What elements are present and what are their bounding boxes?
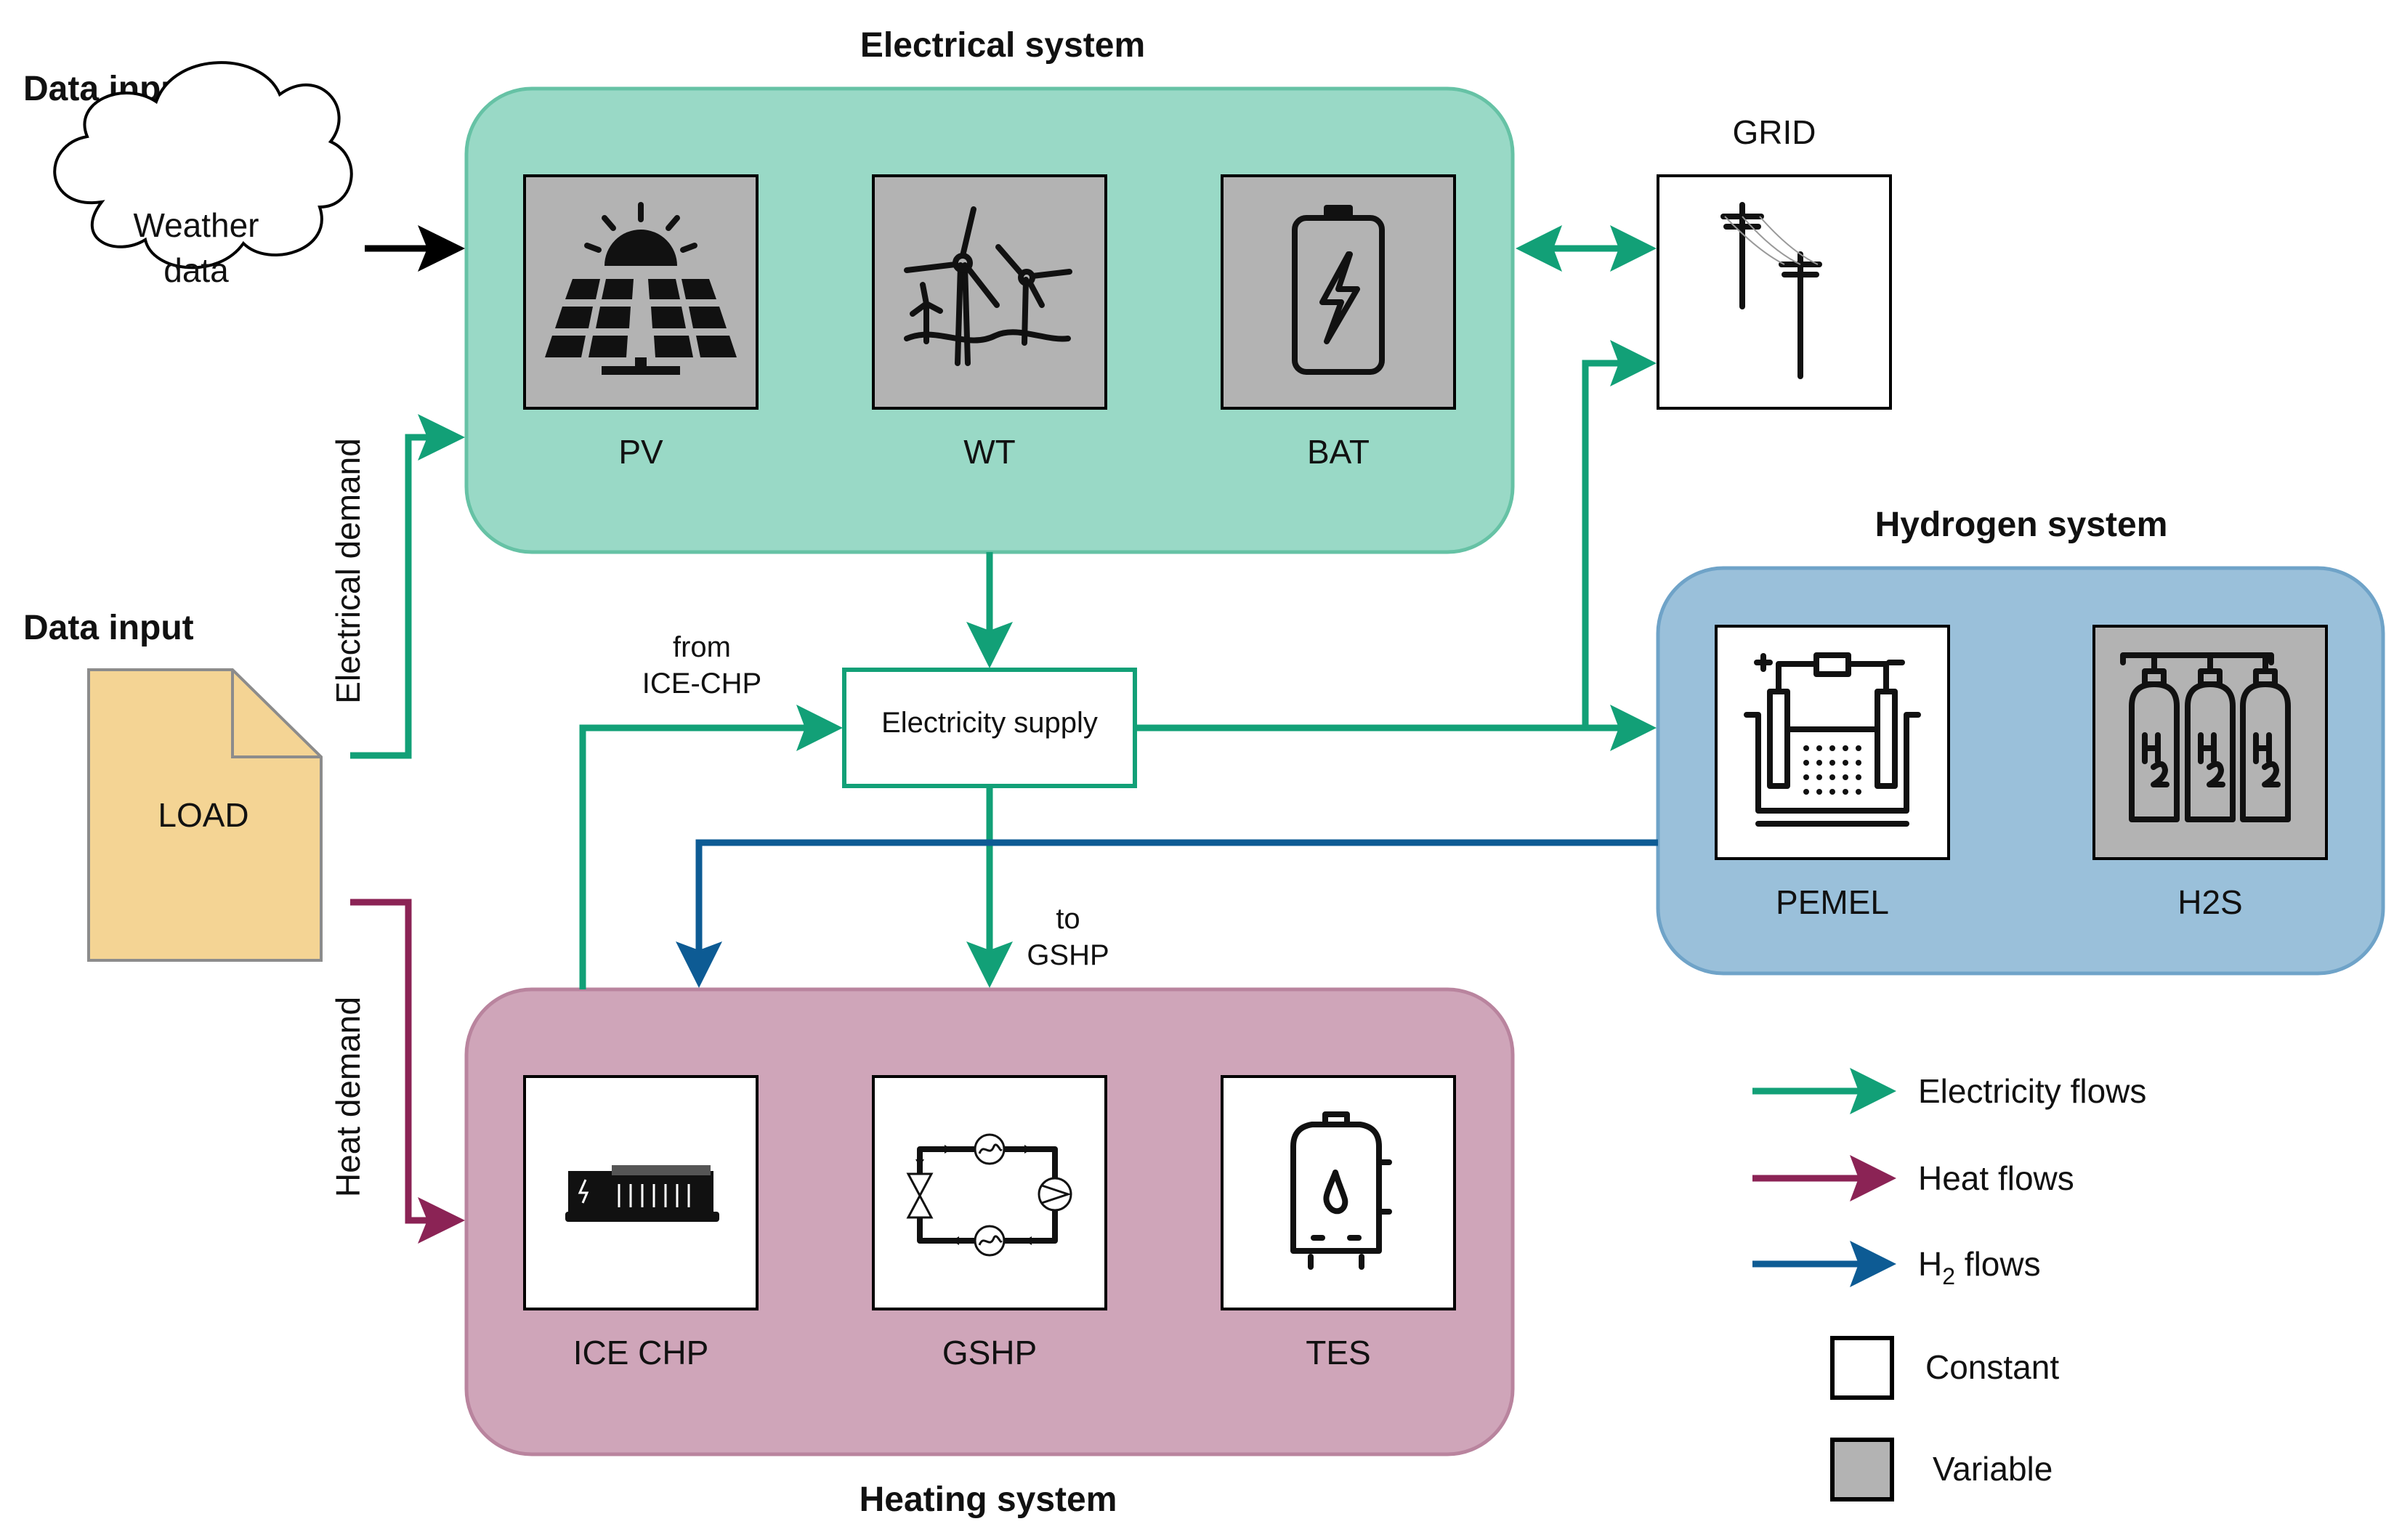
ice-chp-box (523, 1075, 759, 1310)
supply-to-grid-flow (1582, 360, 1627, 728)
power-line-icon (1720, 202, 1822, 379)
legend-h2-sub: 2 (1942, 1263, 1955, 1289)
ice-chp-to-supply-arrowhead (796, 705, 843, 751)
engine-icon (565, 1165, 719, 1222)
pv-label: PV (618, 433, 663, 471)
legend-h2-prefix: H (1918, 1245, 1942, 1283)
grid-box (1657, 174, 1892, 410)
tes-label: TES (1306, 1334, 1370, 1371)
ice-chp-label: ICE CHP (573, 1334, 709, 1371)
wind-turbine-icon (904, 206, 1072, 366)
weather-label-line2: data (163, 251, 229, 289)
electrical-demand-arrowhead (418, 414, 465, 461)
supply-to-grid-arrowhead (1610, 340, 1657, 386)
heating-system-title: Heating system (860, 1480, 1117, 1519)
weather-label-line1: Weather (133, 206, 259, 244)
legend-heat-label: Heat flows (1918, 1159, 2074, 1197)
heat-pump-cycle-icon (906, 1133, 1072, 1257)
legend-hydrogen-arrowhead (1850, 1241, 1896, 1287)
electrolyzer-icon (1744, 652, 1921, 827)
from-label-line1: from (673, 631, 731, 663)
heat-demand-flow (350, 899, 436, 1224)
load-document-icon (87, 668, 323, 962)
h2s-label: H2S (2177, 883, 2242, 921)
solar-panel-icon (545, 202, 737, 375)
pemel-label: PEMEL (1776, 883, 1889, 921)
hydrogen-tanks-icon (2120, 652, 2291, 822)
to-label-line1: to (1056, 903, 1080, 935)
electrical-grid-arrowhead-right (1610, 225, 1657, 272)
supply-to-gshp-arrowhead (966, 941, 1013, 988)
hydrogen-to-ice-chp-arrowhead (676, 941, 722, 988)
supply-to-hydrogen-arrowhead (1610, 705, 1657, 751)
weather-arrowhead (418, 225, 465, 272)
from-label-line2: ICE-CHP (642, 668, 761, 700)
ice-chp-to-supply-flow (579, 724, 814, 989)
legend-constant-label: Constant (1925, 1348, 2059, 1386)
electrical-grid-arrowhead-left (1516, 225, 1562, 272)
weather-cloud-icon (53, 61, 353, 270)
heat-demand-label: Heat demand (329, 997, 367, 1197)
to-label-line2: GSHP (1027, 939, 1109, 971)
legend-electricity-arrowhead (1850, 1068, 1896, 1114)
battery-icon (1292, 205, 1385, 375)
pemel-box (1715, 625, 1950, 860)
legend-electricity-label: Electricity flows (1918, 1072, 2146, 1110)
legend-constant-swatch (1830, 1336, 1894, 1400)
hydrogen-to-ice-chp-flow (695, 839, 1658, 959)
legend-h2-suffix: flows (1955, 1245, 2041, 1283)
load-label: LOAD (158, 796, 248, 834)
load-document-fold (231, 670, 321, 758)
bat-label: BAT (1307, 433, 1370, 471)
data-input-load-title: Data input (23, 609, 194, 647)
hydrogen-system-title: Hydrogen system (1875, 506, 2168, 544)
water-heater-tank-icon (1290, 1111, 1392, 1270)
wt-label: WT (963, 433, 1016, 471)
grid-title: GRID (1733, 113, 1816, 151)
electrical-to-supply-arrowhead (966, 622, 1013, 668)
electrical-demand-flow (350, 434, 436, 759)
electrical-demand-label: Electrical demand (329, 438, 367, 704)
gshp-label: GSHP (942, 1334, 1037, 1371)
legend-heat-arrowhead (1850, 1155, 1896, 1201)
electrical-system-title: Electrical system (860, 26, 1145, 65)
legend-hydrogen-label: H2 flows (1918, 1245, 2041, 1289)
heat-demand-arrowhead (418, 1197, 465, 1244)
electricity-supply-label: Electricity supply (881, 707, 1098, 739)
legend-variable-label: Variable (1933, 1450, 2053, 1488)
legend-variable-swatch (1830, 1438, 1894, 1502)
